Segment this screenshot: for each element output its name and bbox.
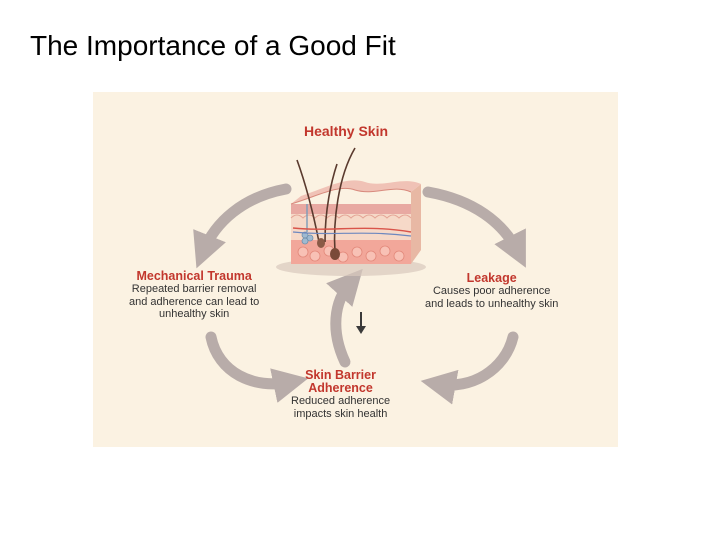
skin-barrier-title-line-2: Adherence bbox=[308, 381, 373, 395]
arrow-trauma-to-barrier bbox=[205, 331, 309, 403]
node-leakage: Leakage Causes poor adherence and leads … bbox=[425, 272, 558, 310]
healthy-skin-title: Healthy Skin bbox=[304, 123, 389, 139]
skin-barrier-desc-line-1: Reduced adherence bbox=[291, 395, 391, 407]
arrow-barrier-to-healthy bbox=[326, 268, 363, 368]
skin-barrier-title-line-1: Skin Barrier bbox=[305, 368, 376, 382]
leakage-title: Leakage bbox=[466, 271, 517, 285]
leakage-desc-line-2: and leads to unhealthy skin bbox=[425, 297, 559, 310]
arrow-leakage-to-barrier bbox=[420, 331, 519, 405]
skin-cycle-diagram: Healthy Skin Mechanical Trauma Repeated … bbox=[93, 92, 618, 447]
diagram-graphics bbox=[193, 147, 526, 405]
skin-cross-section-illustration bbox=[276, 147, 426, 276]
arrow-healthy-to-trauma bbox=[193, 183, 292, 269]
mechanical-trauma-desc-line-1: Repeated barrier removal bbox=[131, 283, 257, 295]
mechanical-trauma-desc-line-3: unhealthy skin bbox=[158, 308, 230, 320]
mechanical-trauma-title: Mechanical Trauma bbox=[136, 269, 252, 283]
leakage-desc-line-1: Causes poor adherence bbox=[432, 285, 551, 297]
mechanical-trauma-desc-line-2: and adherence can lead to bbox=[129, 295, 260, 308]
arrow-healthy-to-leakage bbox=[422, 186, 526, 268]
skin-barrier-desc-line-2: impacts skin health bbox=[293, 407, 388, 420]
node-healthy-skin: Healthy Skin bbox=[304, 124, 388, 139]
slide-title: The Importance of a Good Fit bbox=[30, 30, 396, 61]
down-arrow-icon bbox=[356, 312, 366, 334]
node-skin-barrier-adherence: Skin Barrier Adherence Reduced adherence… bbox=[291, 369, 390, 420]
node-mechanical-trauma: Mechanical Trauma Repeated barrier remov… bbox=[129, 270, 259, 321]
